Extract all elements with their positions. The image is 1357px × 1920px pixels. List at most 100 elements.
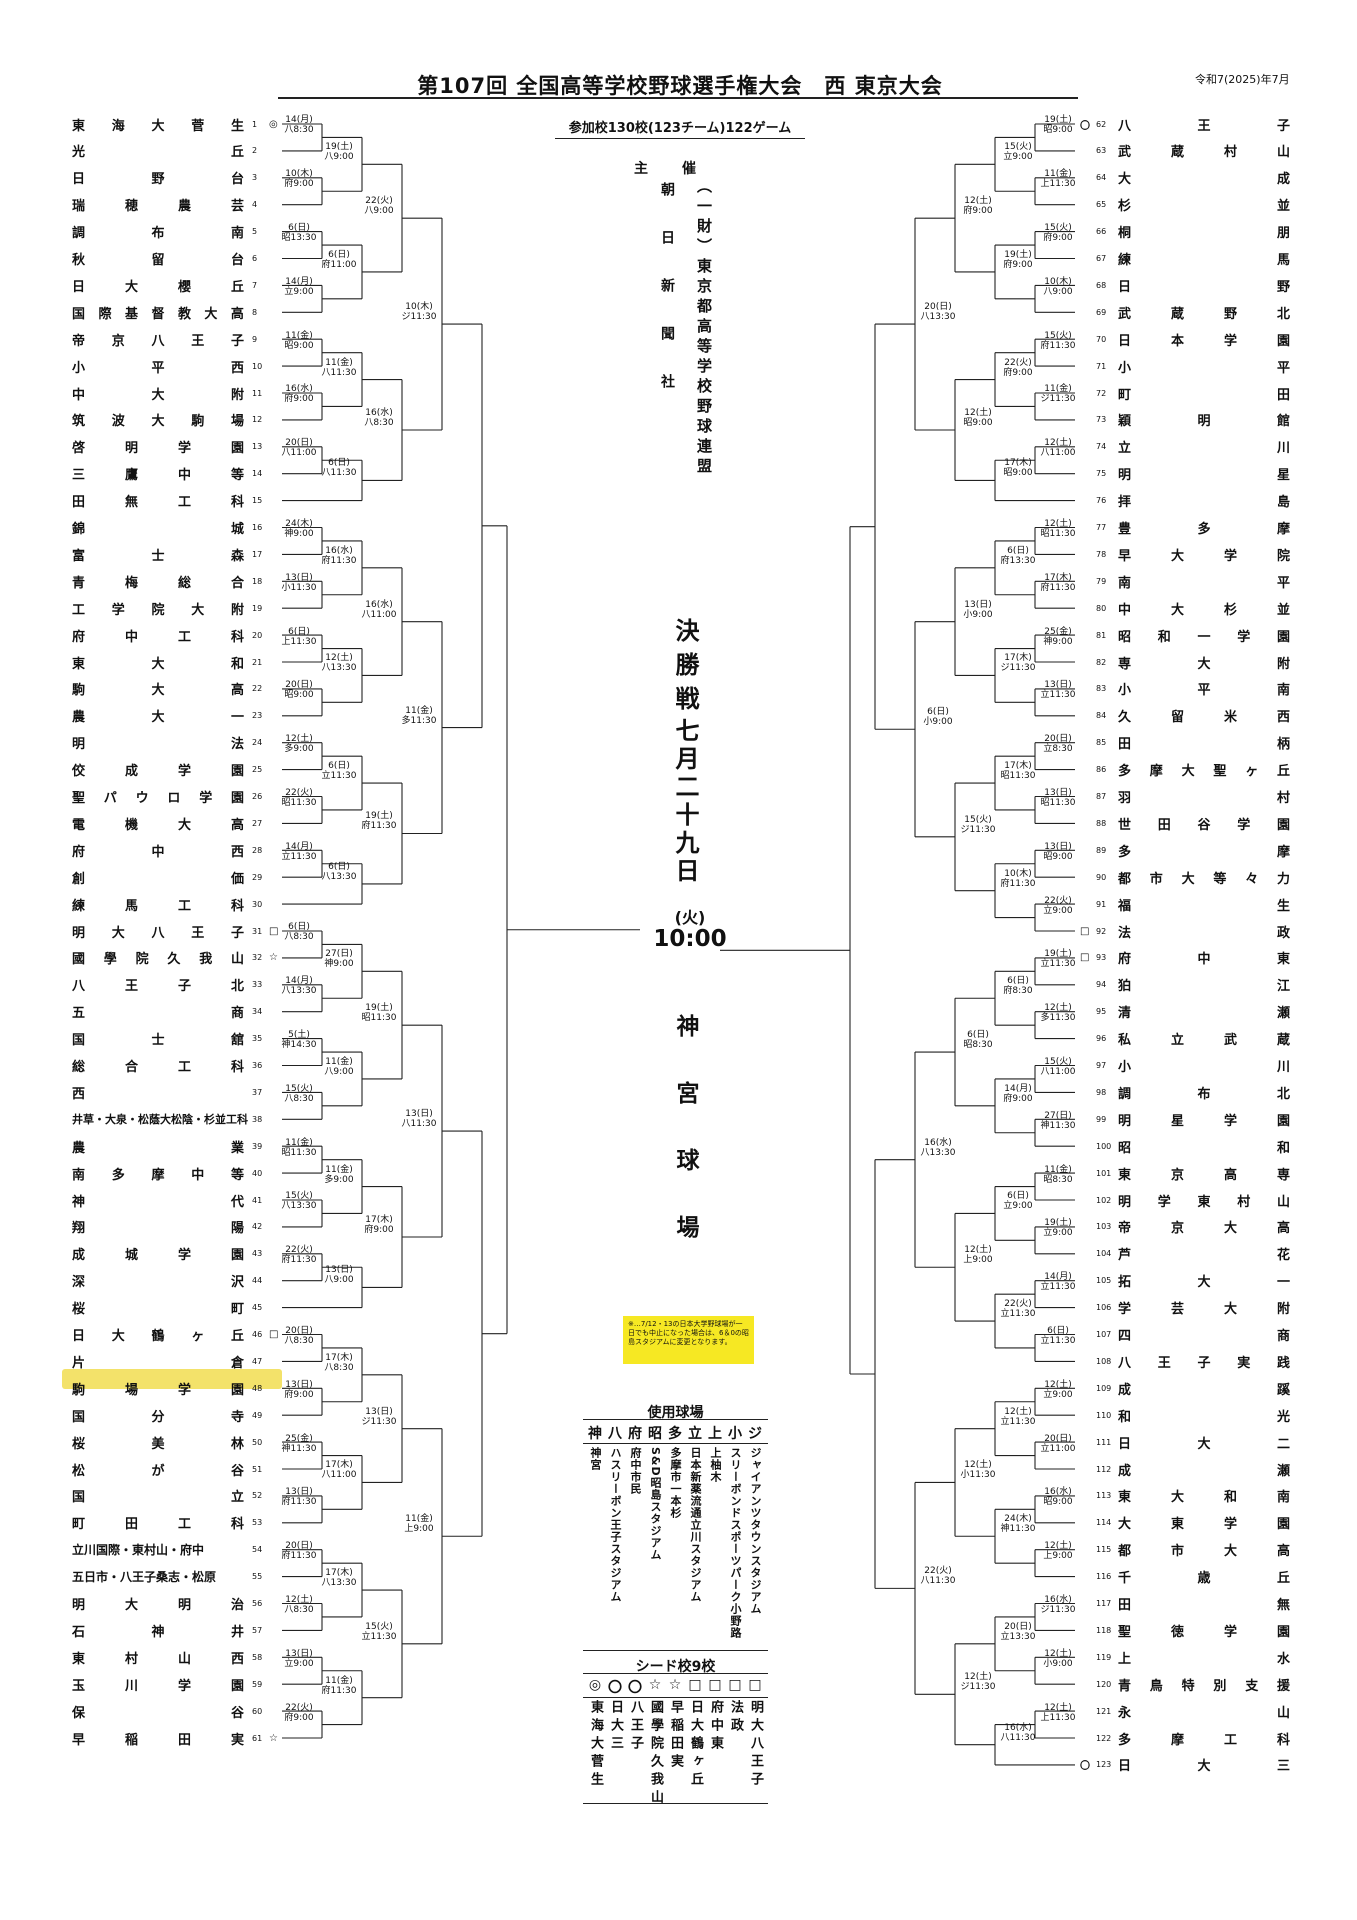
game-venue-time: 上11:30 — [1040, 179, 1076, 190]
school-name-char: 拝 — [1118, 495, 1132, 511]
seed-mark-icon: ☆ — [269, 952, 278, 964]
game-date: 6(日) — [927, 707, 949, 718]
game-date: 14(月) — [285, 841, 313, 852]
game-venue-time: ジ11:30 — [1000, 663, 1036, 674]
school-name-char: 明 — [72, 925, 86, 941]
school-name-char: 鳥 — [1149, 1678, 1163, 1694]
game-date: 13(日) — [405, 1109, 433, 1120]
school-name: 東大和南 — [1118, 1486, 1290, 1505]
game-date: 11(金) — [325, 1056, 353, 1067]
game-date: 12(土) — [964, 1460, 992, 1471]
school-name-char: 高 — [230, 306, 244, 322]
school-name-char: 学 — [111, 602, 125, 618]
school-name: 永山 — [1118, 1702, 1290, 1721]
school-name: 青鳥特別支援 — [1118, 1675, 1290, 1694]
game-label: 11(金)多9:00 — [318, 1165, 360, 1185]
game-venue-time: 八8:30 — [284, 1604, 314, 1615]
game-date: 11(金) — [1044, 169, 1072, 180]
game-date: 11(金) — [325, 357, 353, 368]
school-number: 27 — [252, 818, 263, 828]
school-name-char: 大 — [111, 1329, 125, 1344]
school-name-char: 島 — [1276, 495, 1290, 511]
school-name-char: 帝 — [1118, 1221, 1132, 1237]
school-name: 穎明館 — [1118, 410, 1290, 429]
school-number: 116 — [1096, 1572, 1112, 1582]
school-name-char: 西 — [230, 360, 244, 376]
game-venue-time: 八11:00 — [1040, 1066, 1076, 1077]
game-label: 13(日)立11:30 — [1037, 680, 1079, 700]
school-name-char: 南 — [230, 226, 244, 242]
school-name: 早大学院 — [1118, 545, 1290, 564]
school-name-char: 星 — [1170, 1113, 1184, 1129]
host-label: 主 催 — [634, 161, 706, 177]
game-label: 12(土)八11:00 — [1037, 438, 1079, 458]
school-name-char: 福 — [1118, 898, 1132, 914]
school-name: 帝京八王子 — [72, 330, 244, 349]
game-date: 16(水) — [1044, 1594, 1072, 1605]
school-name-char: 王 — [1157, 1355, 1171, 1371]
game-venue-time: 昭9:00 — [284, 690, 314, 701]
school-name-char: 大 — [1197, 1436, 1211, 1452]
school-name-char: 摩 — [1276, 522, 1290, 537]
venues-rule-bottom — [583, 1650, 768, 1651]
school-number: 1 — [252, 119, 258, 129]
game-venue-time: 八13:30 — [281, 986, 317, 997]
school-name-char: 別 — [1213, 1678, 1227, 1694]
school-name-char: 田 — [177, 1732, 191, 1748]
game-venue-time: 八11:30 — [920, 1576, 956, 1587]
school-name-char: 農 — [72, 710, 86, 726]
school-name-char: 海 — [111, 118, 125, 134]
game-venue-time: 立9:00 — [284, 286, 314, 297]
school-number: 53 — [252, 1518, 263, 1528]
game-date: 11(金) — [285, 1137, 313, 1148]
school-name-char: 穎 — [1118, 414, 1132, 430]
school-name-char: 附 — [1276, 1302, 1290, 1318]
school-number: 80 — [1096, 603, 1107, 613]
school-number: 39 — [252, 1141, 263, 1151]
school-name-char: 東 — [72, 656, 86, 672]
game-date: 12(土) — [964, 407, 992, 418]
school-name-char: 実 — [230, 1732, 244, 1748]
school-number: 119 — [1096, 1652, 1112, 1662]
game-date: 14(月) — [1044, 1272, 1072, 1283]
game-label: 16(水)八8:30 — [358, 408, 400, 428]
school-name-char: 府 — [72, 629, 86, 645]
game-label: 12(土)府9:00 — [957, 196, 999, 216]
game-venue-time: 八11:30 — [401, 1119, 437, 1130]
school-name-char: 無 — [1276, 1598, 1290, 1613]
game-label: 20(日)府11:30 — [278, 1541, 320, 1561]
game-label: 27(日)神11:30 — [1037, 1111, 1079, 1131]
game-venue-time: 多9:00 — [284, 744, 314, 755]
game-venue-time: 立13:30 — [1000, 1631, 1036, 1642]
game-date: 6(日) — [288, 223, 310, 234]
game-venue-time: 神14:30 — [281, 1040, 317, 1051]
venue-name: 上柚木 — [709, 1447, 722, 1483]
game-date: 6(日) — [1007, 1191, 1029, 1202]
school-name-char: 東 — [72, 118, 86, 134]
school-number: 89 — [1096, 845, 1107, 855]
game-venue-time: 八13:30 — [321, 1578, 357, 1589]
school-name-char: 国 — [72, 306, 86, 322]
school-name-char: 王 — [191, 333, 205, 349]
school-name-char: 子 — [1276, 118, 1290, 134]
school-name: 深沢 — [72, 1271, 244, 1290]
school-name-char: 蹊 — [1276, 1382, 1290, 1398]
school-name: 立川 — [1118, 437, 1290, 456]
game-date: 17(木) — [365, 1214, 393, 1225]
school-number: 105 — [1096, 1276, 1112, 1286]
school-name: 田柄 — [1118, 733, 1290, 752]
school-name-char: 大 — [151, 414, 165, 430]
school-number: 110 — [1096, 1410, 1112, 1420]
game-date: 13(日) — [365, 1406, 393, 1417]
game-date: 16(水) — [924, 1137, 952, 1148]
school-name-char: 南 — [72, 1167, 86, 1183]
game-date: 14(月) — [1004, 1083, 1032, 1094]
game-venue-time: 府11:30 — [321, 1685, 357, 1696]
school-name-char: 都 — [1118, 871, 1132, 887]
game-venue-time: 昭9:00 — [963, 417, 993, 428]
